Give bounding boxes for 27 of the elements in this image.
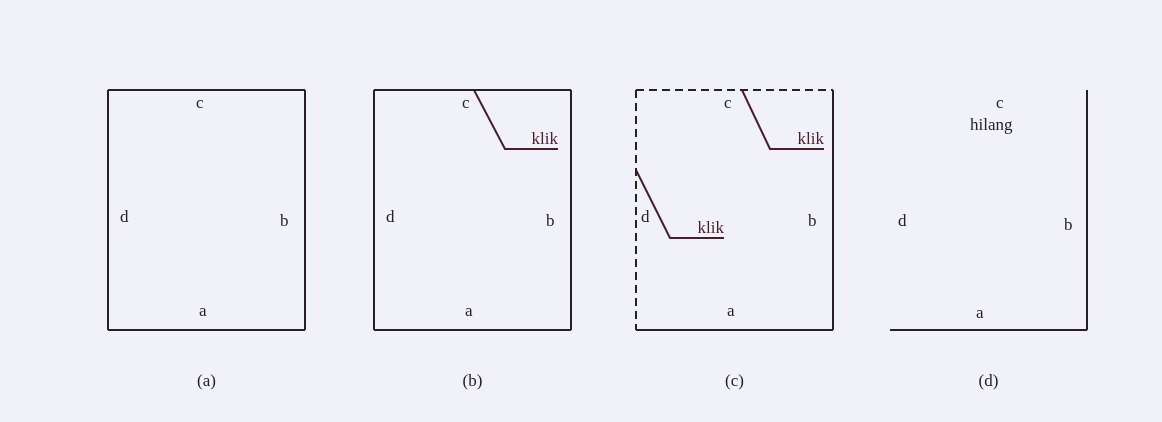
click-label: klik <box>524 128 558 149</box>
side-label: b <box>280 212 289 229</box>
side-label: c <box>996 94 1004 111</box>
panel-caption: (d) <box>978 372 999 389</box>
click-label: klik <box>690 217 724 238</box>
leader-line <box>741 89 825 150</box>
panel-caption: (b) <box>462 372 483 389</box>
side-label: c <box>196 94 204 111</box>
side-label: b <box>1064 216 1073 233</box>
side-label: c <box>724 94 732 111</box>
side-label: d <box>120 208 129 225</box>
leader-line <box>635 169 725 239</box>
leader-line <box>473 89 559 150</box>
panel-caption: (c) <box>725 372 744 389</box>
side-label: d <box>386 208 395 225</box>
side-label: a <box>727 302 735 319</box>
side-label: c <box>462 94 470 111</box>
side-label: a <box>465 302 473 319</box>
side-label: b <box>808 212 817 229</box>
side-label: a <box>199 302 207 319</box>
side-label: b <box>546 212 555 229</box>
side-label: hilang <box>970 116 1013 133</box>
side-label: a <box>976 304 984 321</box>
side-label: d <box>898 212 907 229</box>
click-label: klik <box>790 128 824 149</box>
side-label: d <box>641 208 650 225</box>
panel-caption: (a) <box>197 372 216 389</box>
